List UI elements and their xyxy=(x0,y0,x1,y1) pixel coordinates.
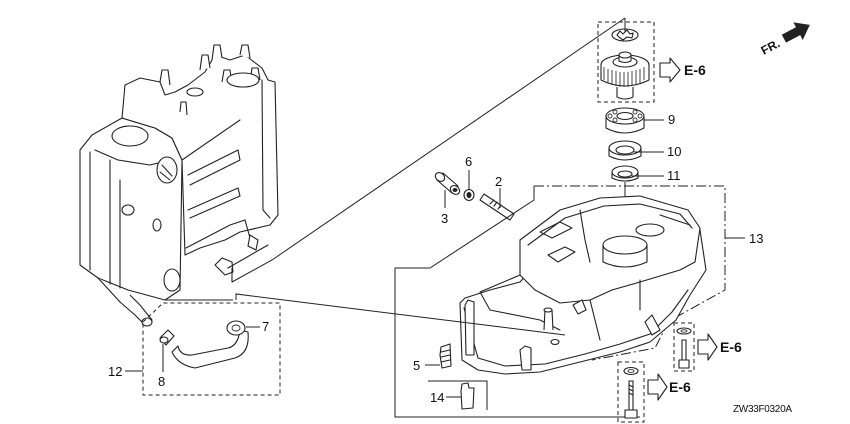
callout-14: 14 xyxy=(430,390,444,405)
front-direction-indicator: FR. xyxy=(759,22,810,58)
hose-kit xyxy=(125,302,281,396)
cross-reference-gear[interactable]: E-6 xyxy=(659,57,706,83)
callout-3: 3 xyxy=(441,211,448,226)
small-parts-5-14 xyxy=(425,343,488,410)
reference-arrow-icon xyxy=(659,57,681,83)
callout-6: 6 xyxy=(465,154,472,169)
bearing-9 xyxy=(605,107,664,134)
reference-arrow-icon xyxy=(697,333,718,361)
callout-11: 11 xyxy=(667,168,681,183)
callout-5: 5 xyxy=(413,358,420,373)
gear-assembly xyxy=(597,18,655,103)
small-parts xyxy=(434,170,515,221)
callout-13: 13 xyxy=(749,231,763,246)
oil-case-housing xyxy=(394,185,745,418)
reference-arrow-icon xyxy=(647,373,668,401)
oil-seal-11 xyxy=(611,165,664,182)
front-direction-arrow-icon xyxy=(781,22,810,43)
bolt-group-bottom xyxy=(617,361,645,423)
reference-label: E-6 xyxy=(720,339,742,355)
drawing-code: ZW33F0320A xyxy=(733,404,792,415)
leader-engine-to-gear xyxy=(231,17,626,283)
callout-9: 9 xyxy=(668,112,675,127)
oil-seal-10 xyxy=(608,140,664,161)
reference-label: E-6 xyxy=(684,62,706,78)
callout-12: 12 xyxy=(108,364,122,379)
cross-reference-bolt-bottom[interactable]: E-6 xyxy=(647,373,691,401)
bolt-group-right xyxy=(673,322,695,372)
engine-block xyxy=(79,44,279,327)
callout-2: 2 xyxy=(495,174,502,189)
callout-10: 10 xyxy=(667,144,681,159)
leader-hose-kit xyxy=(235,293,566,336)
callout-8: 8 xyxy=(158,374,165,389)
fr-label: FR. xyxy=(759,36,783,57)
callout-7: 7 xyxy=(262,319,269,334)
reference-label: E-6 xyxy=(669,379,691,395)
cross-reference-bolt-right[interactable]: E-6 xyxy=(697,333,742,361)
